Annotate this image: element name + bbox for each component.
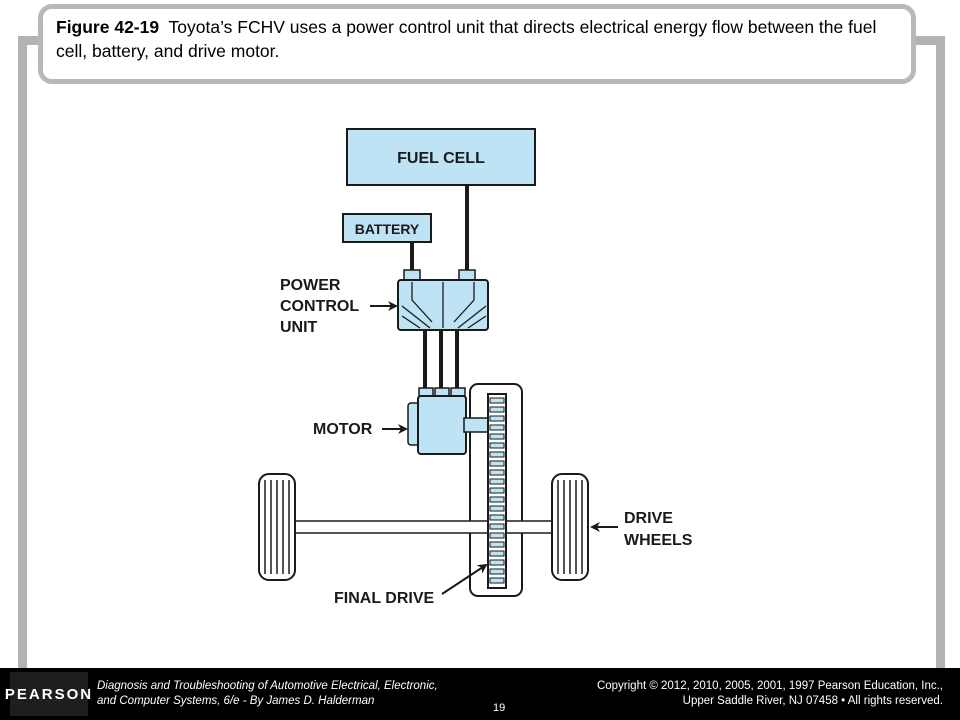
figure-label: Figure 42-19 <box>56 17 160 37</box>
gear-tooth <box>489 478 505 485</box>
pcu-internal-flow <box>401 282 487 329</box>
gear-tooth <box>489 568 505 575</box>
left-wheel-tread <box>264 480 290 574</box>
fuel-cell-label: FUEL CELL <box>397 150 485 167</box>
book-citation: Diagnosis and Troubleshooting of Automot… <box>97 679 438 709</box>
gear-tooth <box>489 496 505 503</box>
gear-tooth <box>489 442 505 449</box>
frame-top-right-border <box>915 36 945 45</box>
title-box <box>38 4 916 84</box>
gear-tooth <box>489 406 505 413</box>
caption-text: Toyota’s FCHV uses a power control unit … <box>56 17 877 61</box>
gear-tooth <box>489 469 505 476</box>
book-citation-line1: Diagnosis and Troubleshooting of Automot… <box>97 680 438 692</box>
gear-tooth <box>489 559 505 566</box>
right-wheel-tread <box>557 480 583 574</box>
pcu-label-line2: CONTROL <box>280 298 359 315</box>
gear-tooth <box>489 577 505 584</box>
pcu-label-line1: POWER <box>280 277 341 294</box>
motor-body <box>417 395 467 455</box>
copyright-line1: Copyright © 2012, 2010, 2005, 2001, 1997… <box>596 680 943 692</box>
book-citation-line2: and Computer Systems, 6/e - By James D. … <box>97 695 375 707</box>
frame-top-left-border <box>18 36 40 45</box>
figure-caption: Figure 42-19 Toyota’s FCHV uses a power … <box>56 15 906 63</box>
gear-tooth <box>489 487 505 494</box>
motor-label: MOTOR <box>313 421 373 438</box>
ring-gear-teeth <box>489 397 505 584</box>
gear-tooth <box>489 460 505 467</box>
gear-tooth <box>489 550 505 557</box>
fuel-cell-box <box>346 128 536 186</box>
final-drive-label-arrow <box>441 563 488 595</box>
gear-tooth <box>489 424 505 431</box>
gear-tooth <box>489 505 505 512</box>
gear-tooth <box>489 433 505 440</box>
gear-tooth <box>489 415 505 422</box>
battery-box <box>342 213 432 243</box>
drive-axle <box>291 520 561 534</box>
gear-tooth <box>489 523 505 530</box>
footer-bar <box>0 668 960 720</box>
copyright-notice: Copyright © 2012, 2010, 2005, 2001, 1997… <box>597 679 943 709</box>
frame-left-border <box>18 36 27 668</box>
gear-tooth <box>489 451 505 458</box>
pcu-label-line3: UNIT <box>280 319 318 336</box>
drive-wheels-label-line1: DRIVE <box>624 510 673 527</box>
pearson-logo: PEARSON <box>5 672 91 716</box>
page-number: 19 <box>493 702 506 714</box>
drive-wheels-label-line2: WHEELS <box>624 532 693 549</box>
battery-label: BATTERY <box>355 221 420 237</box>
frame-right-border <box>936 36 945 668</box>
fchv-diagram: FUEL CELL BATTERY POWER CONTROL UN <box>258 128 693 607</box>
gear-tooth <box>489 541 505 548</box>
gear-tooth <box>489 514 505 521</box>
copyright-line2: Upper Saddle River, NJ 07458 • All right… <box>682 695 943 707</box>
motor-shaft <box>463 417 491 433</box>
final-drive-label: FINAL DRIVE <box>334 590 434 607</box>
gear-tooth <box>489 397 505 404</box>
gear-tooth <box>489 532 505 539</box>
